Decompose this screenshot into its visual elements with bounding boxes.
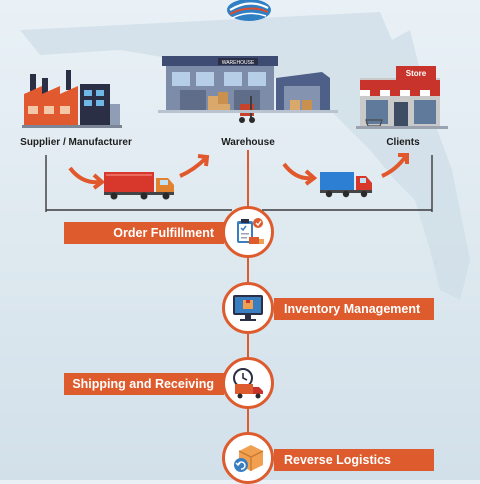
store-illustration: Store — [356, 66, 448, 129]
store-sign: Store — [406, 69, 427, 78]
return-box-icon — [234, 445, 264, 472]
arrow-icon — [179, 154, 210, 178]
clock-truck-icon — [233, 368, 263, 399]
inventory-management-node — [222, 282, 274, 334]
reverse-logistics-node — [222, 432, 274, 484]
red-truck-icon — [104, 172, 174, 200]
blue-truck-icon — [320, 172, 372, 198]
arrow-icon — [381, 153, 409, 178]
warehouse-illustration: WAREHOUSE — [158, 56, 338, 123]
order-fulfillment-node — [222, 206, 274, 258]
arrow-icon — [68, 166, 106, 190]
shipping-and-receiving-node — [222, 357, 274, 409]
supplier-manufacturer-label: Supplier / Manufacturer — [20, 137, 132, 148]
warehouse-sign: WAREHOUSE — [222, 60, 255, 66]
clipboard-delivery-icon — [237, 218, 264, 244]
inventory-management-banner: Inventory Management — [274, 298, 434, 320]
shipping-and-receiving-banner: Shipping and Receiving — [64, 373, 224, 395]
reverse-logistics-banner: Reverse Logistics — [274, 449, 434, 471]
clients-label: Clients — [386, 137, 420, 148]
factory-illustration — [22, 70, 122, 128]
warehouse-label: Warehouse — [221, 137, 275, 148]
order-fulfillment-banner: Order Fulfillment — [64, 222, 224, 244]
arrow-icon — [282, 162, 318, 186]
monitor-inventory-icon — [233, 295, 263, 321]
company-logo — [227, 0, 271, 21]
